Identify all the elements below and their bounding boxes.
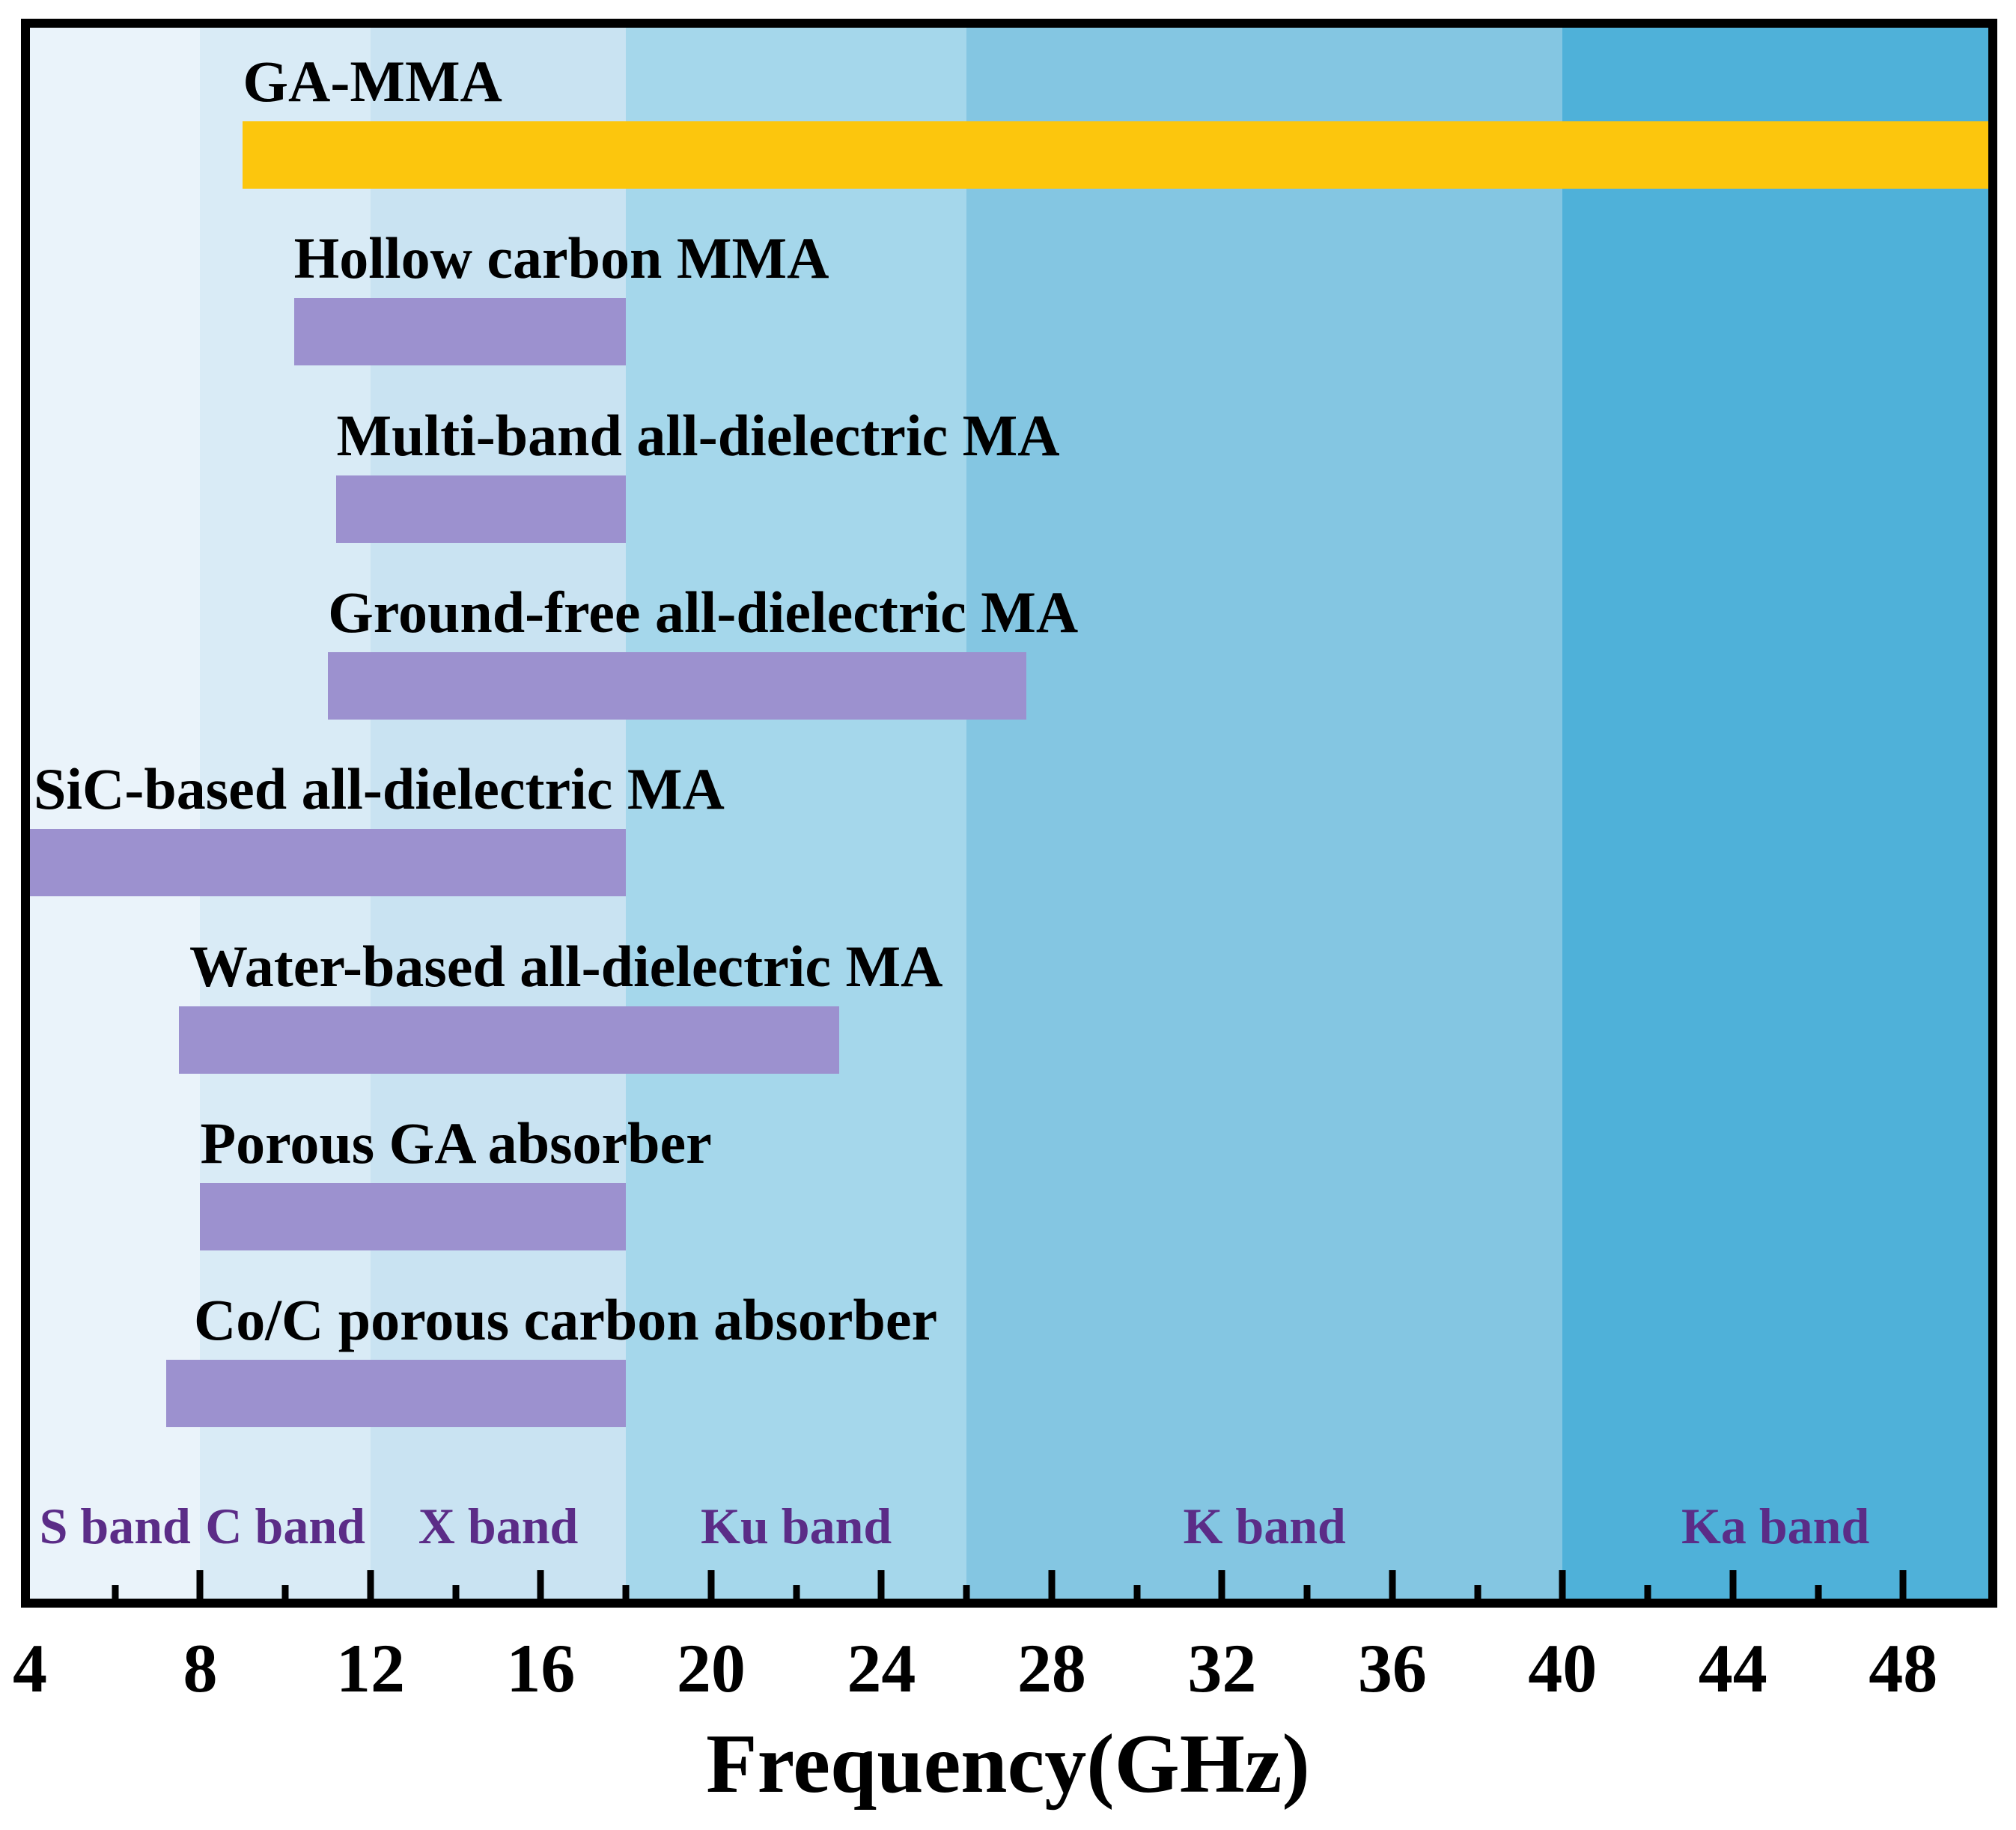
band-region-s-band bbox=[30, 28, 201, 1599]
band-label-ku-band: Ku band bbox=[701, 1498, 892, 1554]
band-label-c-band: C band bbox=[205, 1498, 365, 1554]
x-tick-label-20: 20 bbox=[676, 1630, 746, 1706]
absorber-label-co-c-porous-carbon-absorber: Co/C porous carbon absorber bbox=[193, 1287, 938, 1353]
minor-tick-26 bbox=[963, 1585, 970, 1599]
x-tick-label-28: 28 bbox=[1017, 1630, 1086, 1706]
absorber-label-sic-based-all-dielectric-ma: SiC-based all-dielectric MA bbox=[34, 756, 725, 822]
absorber-label-ga-mma: GA-MMA bbox=[243, 49, 502, 114]
x-tick-label-48: 48 bbox=[1869, 1630, 1938, 1706]
major-tick-32 bbox=[1218, 1570, 1225, 1599]
band-label-s-band: S band bbox=[39, 1498, 191, 1554]
absorber-bar-porous-ga-absorber bbox=[200, 1182, 627, 1250]
minor-tick-18 bbox=[622, 1585, 630, 1599]
major-tick-36 bbox=[1389, 1570, 1396, 1599]
minor-tick-42 bbox=[1644, 1585, 1651, 1599]
band-region-c-band bbox=[200, 28, 371, 1599]
major-tick-44 bbox=[1729, 1570, 1737, 1599]
x-tick-label-32: 32 bbox=[1187, 1630, 1257, 1706]
major-tick-40 bbox=[1559, 1570, 1566, 1599]
absorber-label-hollow-carbon-mma: Hollow carbon MMA bbox=[293, 225, 829, 291]
absorber-bar-ga-mma bbox=[243, 121, 1988, 189]
minor-tick-30 bbox=[1133, 1585, 1141, 1599]
major-tick-12 bbox=[367, 1570, 374, 1599]
major-tick-24 bbox=[877, 1570, 885, 1599]
x-axis-title: Frequency(GHz) bbox=[706, 1718, 1310, 1811]
minor-tick-10 bbox=[281, 1585, 289, 1599]
major-tick-28 bbox=[1048, 1570, 1056, 1599]
x-tick-label-4: 4 bbox=[13, 1630, 47, 1706]
minor-tick-14 bbox=[452, 1585, 460, 1599]
absorber-label-water-based-all-dielectric-ma: Water-based all-dielectric MA bbox=[189, 933, 943, 999]
absorber-bar-water-based-all-dielectric-ma bbox=[179, 1006, 839, 1074]
absorber-bar-sic-based-all-dielectric-ma bbox=[30, 829, 627, 897]
x-tick-label-24: 24 bbox=[847, 1630, 916, 1706]
minor-tick-22 bbox=[793, 1585, 800, 1599]
absorber-bar-co-c-porous-carbon-absorber bbox=[165, 1360, 627, 1428]
x-tick-label-16: 16 bbox=[506, 1630, 576, 1706]
band-region-x-band bbox=[370, 28, 627, 1599]
absorber-label-ground-free-all-dielectric-ma: Ground-free all-dielectric MA bbox=[328, 579, 1079, 645]
x-tick-label-36: 36 bbox=[1357, 1630, 1427, 1706]
minor-tick-34 bbox=[1303, 1585, 1311, 1599]
band-label-x-band: X band bbox=[418, 1498, 579, 1554]
absorber-label-multi-band-all-dielectric-ma: Multi-band all-dielectric MA bbox=[336, 402, 1060, 468]
x-tick-label-44: 44 bbox=[1698, 1630, 1767, 1706]
major-tick-48 bbox=[1899, 1570, 1907, 1599]
absorber-label-porous-ga-absorber: Porous GA absorber bbox=[200, 1110, 712, 1176]
band-label-k-band: K band bbox=[1183, 1498, 1346, 1554]
band-region-ka-band bbox=[1562, 28, 1988, 1599]
band-region-k-band bbox=[966, 28, 1563, 1599]
minor-tick-46 bbox=[1815, 1585, 1822, 1599]
major-tick-20 bbox=[707, 1570, 715, 1599]
minor-tick-6 bbox=[112, 1585, 119, 1599]
absorber-bar-ground-free-all-dielectric-ma bbox=[328, 651, 1026, 720]
major-tick-16 bbox=[537, 1570, 544, 1599]
x-tick-label-12: 12 bbox=[335, 1630, 405, 1706]
band-region-ku-band bbox=[626, 28, 967, 1599]
x-tick-label-40: 40 bbox=[1528, 1630, 1598, 1706]
major-tick-8 bbox=[196, 1570, 204, 1599]
minor-tick-38 bbox=[1474, 1585, 1481, 1599]
absorber-bar-multi-band-all-dielectric-ma bbox=[336, 475, 627, 543]
x-tick-label-8: 8 bbox=[183, 1630, 218, 1706]
band-label-ka-band: Ka band bbox=[1681, 1498, 1870, 1554]
absorber-bar-hollow-carbon-mma bbox=[293, 298, 627, 366]
